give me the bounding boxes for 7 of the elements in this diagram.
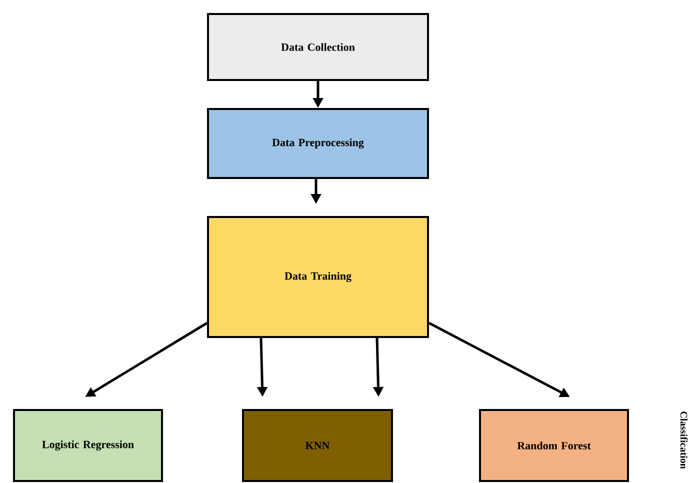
process-box: Random Forest — [479, 409, 629, 482]
process-box: Data Training — [207, 216, 429, 338]
process-box: Data Collection — [207, 13, 429, 81]
process-box: KNN — [242, 409, 393, 482]
process-box: Logistic Regression — [13, 409, 163, 482]
process-box: Data Preprocessing — [207, 108, 429, 179]
side-label: Classification — [680, 412, 688, 469]
